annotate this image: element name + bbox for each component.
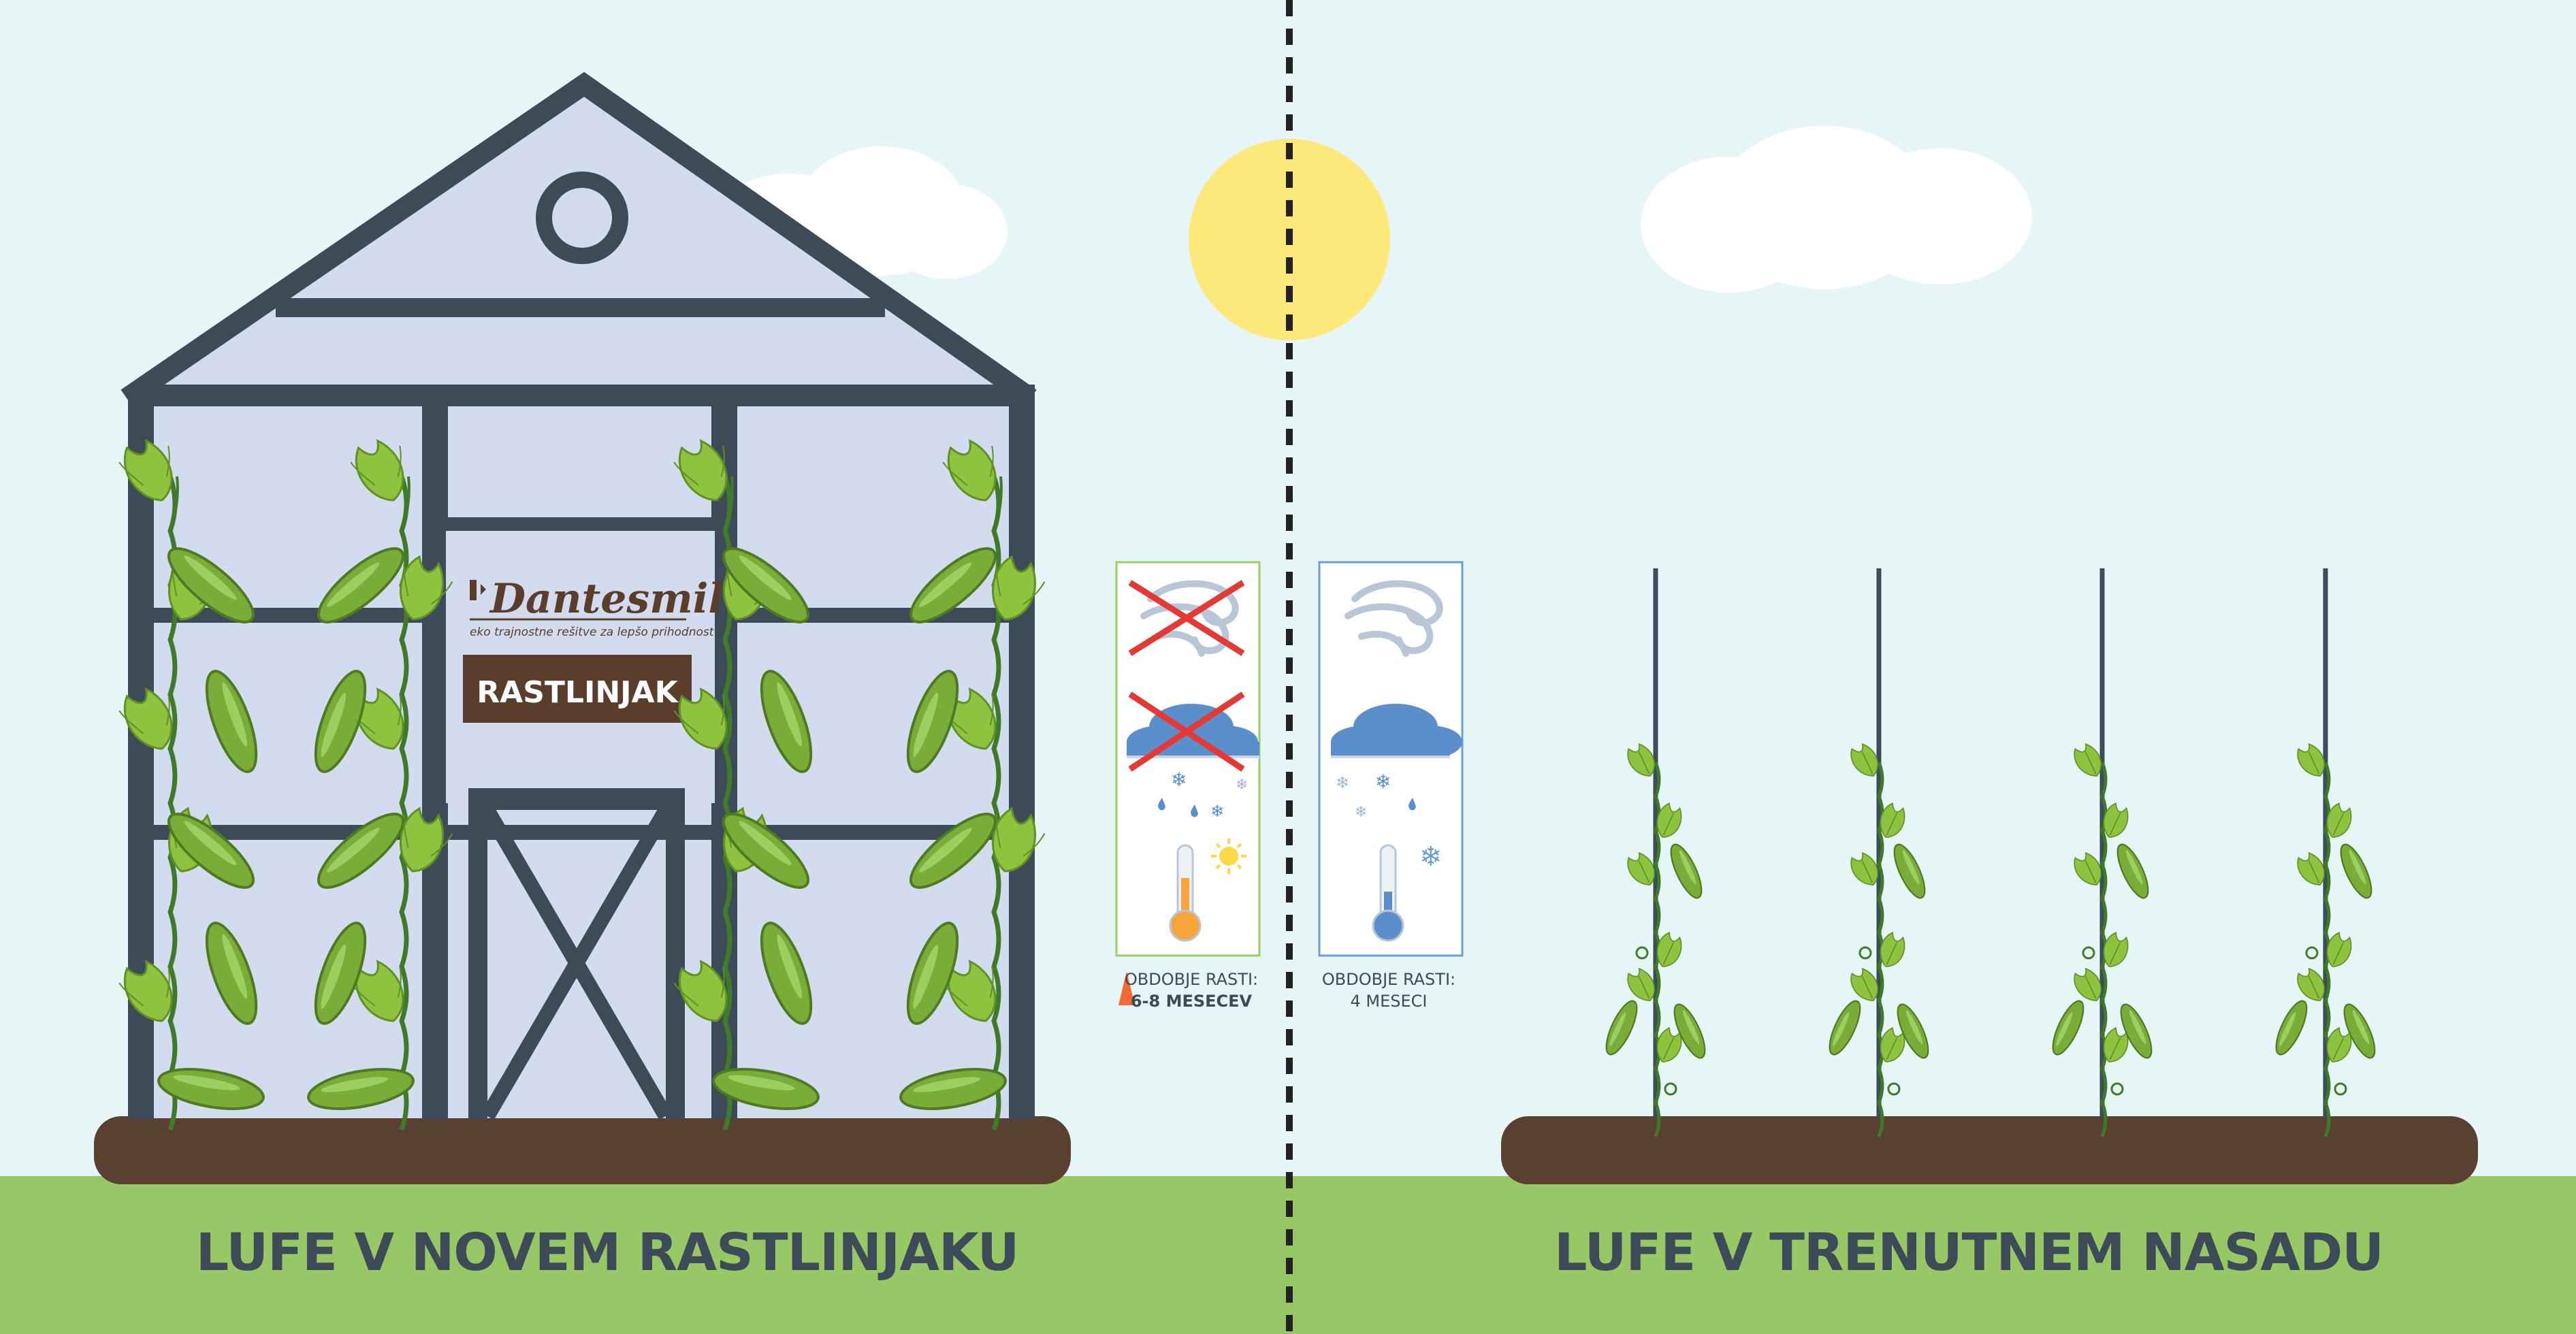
soil-bed-right — [1501, 1116, 2478, 1184]
greenhouse-cucumber-vines — [114, 433, 1050, 1131]
roof-vent-icon — [536, 172, 628, 264]
brand-name: Dantesmile — [489, 575, 750, 623]
snowflake-icon: ❄ — [1419, 842, 1443, 872]
support-pole-plant — [1822, 568, 1935, 1137]
support-pole-plant — [1599, 568, 1712, 1137]
conditions-panel-field: ❄ ❄ ❄ ❄ — [1318, 561, 1464, 957]
logo-mark-icon — [470, 580, 486, 600]
greenhouse — [120, 71, 1037, 1120]
greenhouse-sign-label: RASTLINJAK — [477, 675, 679, 710]
conditions-panel-greenhouse: ❄ ❄ ❄ — [1115, 561, 1261, 957]
growth-period-value: 4 MESECI — [1350, 992, 1428, 1011]
sun-icon — [1211, 839, 1246, 874]
caption-greenhouse: LUFE V NOVEM RASTLINJAKU — [195, 1222, 1020, 1282]
svg-text:❄: ❄ — [1171, 769, 1187, 790]
svg-text:❄: ❄ — [1336, 774, 1349, 792]
brand-logo: Dantesmile eko trajnostne rešitve za lep… — [470, 575, 750, 639]
support-pole-plant — [2269, 568, 2382, 1137]
growth-period-field: OBDOBJE RASTI: 4 MESECI — [1307, 969, 1470, 1012]
svg-text:❄: ❄ — [1236, 776, 1248, 793]
storm-cloud-icon-crossed: ❄ ❄ ❄ — [1127, 692, 1259, 821]
brand-tagline: eko trajnostne rešitve za lepšo prihodno… — [470, 625, 715, 639]
svg-text:❄: ❄ — [1355, 803, 1367, 820]
thermometer-cold-icon — [1372, 844, 1404, 942]
svg-text:❄: ❄ — [1210, 802, 1224, 821]
wind-icon — [1345, 580, 1443, 657]
storm-cloud-icon: ❄ ❄ ❄ — [1331, 704, 1462, 820]
thermometer-warm-icon — [1169, 844, 1202, 942]
greenhouse-vine — [669, 433, 823, 1131]
support-pole-plant — [2046, 568, 2159, 1137]
caption-field: LUFE V TRENUTNEM NASADU — [1554, 1222, 2384, 1282]
wind-icon-crossed — [1128, 580, 1245, 657]
greenhouse-vine — [114, 433, 268, 1131]
growth-period-greenhouse: OBDOBJE RASTI: 6-8 MESECEV — [1110, 969, 1273, 1012]
cloud-right — [1641, 126, 2032, 293]
soil-bed-left — [94, 1116, 1071, 1184]
growth-period-label: OBDOBJE RASTI: — [1321, 970, 1456, 989]
svg-text:❄: ❄ — [1375, 771, 1391, 792]
growth-period-value: 6-8 MESECEV — [1130, 992, 1253, 1011]
arrow-up-icon — [1118, 971, 1135, 1005]
greenhouse-vine — [896, 433, 1050, 1131]
greenhouse-vine — [304, 433, 458, 1131]
field-cucumber-vines — [1599, 568, 2382, 1137]
greenhouse-sign: RASTLINJAK — [463, 655, 692, 723]
growth-period-label: OBDOBJE RASTI: — [1124, 970, 1259, 989]
